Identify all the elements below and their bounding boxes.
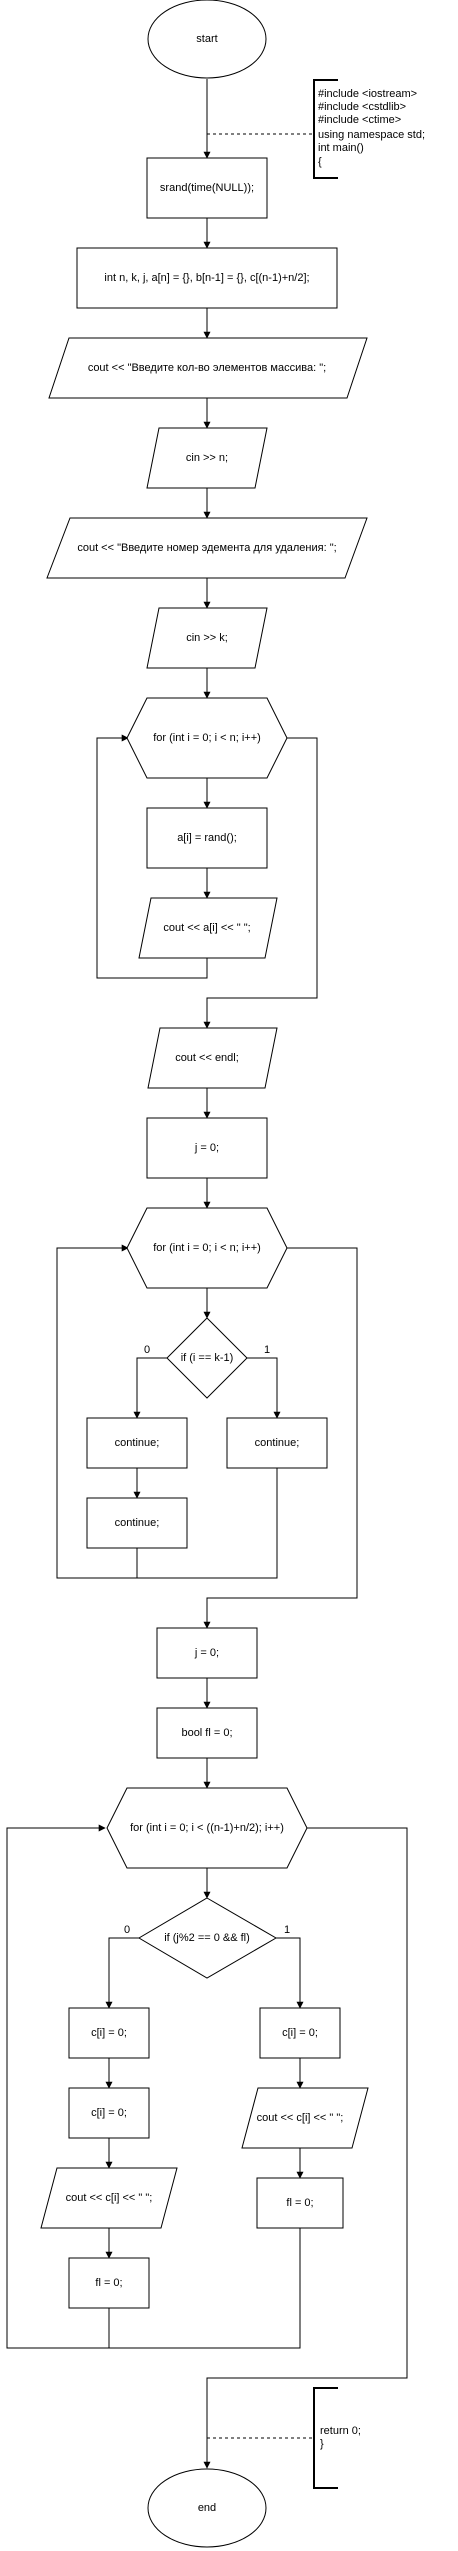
start-terminal: start <box>147 0 267 79</box>
declaration-label: int n, k, j, a[n] = {}, b[n-1] = {}, c[(… <box>104 272 309 284</box>
output-index-prompt: cout << "Введите номер эдемента для удал… <box>46 517 368 579</box>
end-label: end <box>198 2502 216 2514</box>
for-loop-3: for (int i = 0; i < ((n-1)+n/2); i++) <box>106 1787 308 1869</box>
output-ai: cout << a[i] << " "; <box>138 897 278 959</box>
input-n-label: cin >> n; <box>186 452 228 464</box>
ci-left-process-1: c[i] = 0; <box>68 2007 150 2059</box>
declaration-process: int n, k, j, a[n] = {}, b[n-1] = {}, c[(… <box>76 247 338 309</box>
for-loop-2-label: for (int i = 0; i < n; i++) <box>153 1242 261 1254</box>
for-loop-1-label: for (int i = 0; i < n; i++) <box>153 732 261 744</box>
fl-left-process: fl = 0; <box>68 2257 150 2309</box>
j-zero-2-label: j = 0; <box>194 1647 219 1659</box>
ci-left-process-2: c[i] = 0; <box>68 2087 150 2139</box>
rand-assign-process: a[i] = rand(); <box>146 807 268 869</box>
bool-fl-label: bool fl = 0; <box>181 1727 232 1739</box>
rand-assign-label: a[i] = rand(); <box>177 832 237 844</box>
end-terminal: end <box>147 2468 267 2548</box>
input-n: cin >> n; <box>146 427 268 489</box>
edge-for2-exit <box>203 1247 358 1629</box>
continue-b-label: continue; <box>115 1517 160 1529</box>
closing-annotation: return 0; } <box>313 2387 361 2489</box>
if-decision-2: if (j%2 == 0 && fl) <box>138 1897 277 1979</box>
includes-line-5: int main() <box>318 142 364 154</box>
for-loop-2: for (int i = 0; i < n; i++) <box>126 1207 288 1289</box>
continue-c-label: continue; <box>255 1437 300 1449</box>
edges <box>6 79 408 2469</box>
ci-left-1-label: c[i] = 0; <box>91 2027 127 2039</box>
continue-process-c: continue; <box>226 1417 328 1469</box>
fl-right-process: fl = 0; <box>256 2177 344 2229</box>
start-label: start <box>196 33 217 45</box>
continue-process-a: continue; <box>86 1417 188 1469</box>
j-zero-process-1: j = 0; <box>146 1117 268 1179</box>
if-decision-1: if (i == k-1) <box>166 1317 248 1399</box>
for-loop-3-label: for (int i = 0; i < ((n-1)+n/2); i++) <box>130 1822 284 1834</box>
output-ci-left: cout << c[i] << " "; <box>40 2167 178 2229</box>
if-2-yes-label: 1 <box>284 1924 290 1936</box>
j-zero-1-label: j = 0; <box>194 1142 219 1154</box>
edge-for1-loopback <box>96 734 208 979</box>
includes-line-6: { <box>318 156 322 168</box>
ci-right-process: c[i] = 0; <box>259 2007 341 2059</box>
fl-right-label: fl = 0; <box>286 2197 313 2209</box>
output-index-label: cout << "Введите номер эдемента для удал… <box>77 542 336 554</box>
edge-for3-end <box>203 1827 408 2469</box>
output-endl-label: cout << endl; <box>175 1052 239 1064</box>
srand-process: srand(time(NULL)); <box>146 157 268 219</box>
edge-for3-loopback <box>6 1824 110 2349</box>
fl-left-label: fl = 0; <box>95 2277 122 2289</box>
if-1-no-label: 0 <box>144 1344 150 1356</box>
bool-fl-process: bool fl = 0; <box>156 1707 258 1759</box>
output-endl: cout << endl; <box>147 1027 278 1089</box>
edge-if2-yes <box>276 1937 304 2009</box>
output-ci-right-label: cout << c[i] << " "; <box>257 2112 344 2124</box>
closing-bracket <box>313 2387 338 2489</box>
for-loop-1: for (int i = 0; i < n; i++) <box>126 697 288 779</box>
edge-for1-exit <box>203 737 318 1029</box>
continue-process-b: continue; <box>86 1497 188 1549</box>
includes-line-2: #include <cstdlib> <box>318 101 406 113</box>
includes-line-4: using namespace std; <box>318 129 425 141</box>
includes-annotation: #include <iostream> #include <cstdlib> #… <box>313 79 425 179</box>
closing-line-1: return 0; <box>320 2425 361 2437</box>
edge-contc-merge <box>137 1468 278 1579</box>
if-1-yes-label: 1 <box>264 1344 270 1356</box>
output-count-label: cout << "Введите кол-во элементов массив… <box>88 362 326 374</box>
edge-flr-merge <box>109 2228 301 2349</box>
output-ci-left-label: cout << c[i] << " "; <box>66 2192 153 2204</box>
output-ai-label: cout << a[i] << " "; <box>163 922 250 934</box>
if-decision-2-label: if (j%2 == 0 && fl) <box>164 1932 250 1944</box>
edge-if2-no <box>105 1937 139 2009</box>
ci-left-2-label: c[i] = 0; <box>91 2107 127 2119</box>
input-k-label: cin >> k; <box>186 632 228 644</box>
output-ci-right: cout << c[i] << " "; <box>241 2087 369 2149</box>
srand-label: srand(time(NULL)); <box>160 182 254 194</box>
includes-line-3: #include <ctime> <box>318 114 401 126</box>
edge-for2-loopback <box>56 1244 138 1579</box>
includes-line-1: #include <iostream> <box>318 88 417 100</box>
continue-a-label: continue; <box>115 1437 160 1449</box>
ci-right-label: c[i] = 0; <box>282 2027 318 2039</box>
if-2-no-label: 0 <box>124 1924 130 1936</box>
closing-line-2: } <box>320 2438 324 2450</box>
j-zero-process-2: j = 0; <box>156 1627 258 1679</box>
output-count-prompt: cout << "Введите кол-во элементов массив… <box>48 337 368 399</box>
edge-if1-yes <box>247 1357 281 1419</box>
if-decision-1-label: if (i == k-1) <box>181 1352 234 1364</box>
includes-bracket <box>313 79 338 179</box>
edge-if1-no <box>133 1357 167 1419</box>
input-k: cin >> k; <box>146 607 268 669</box>
